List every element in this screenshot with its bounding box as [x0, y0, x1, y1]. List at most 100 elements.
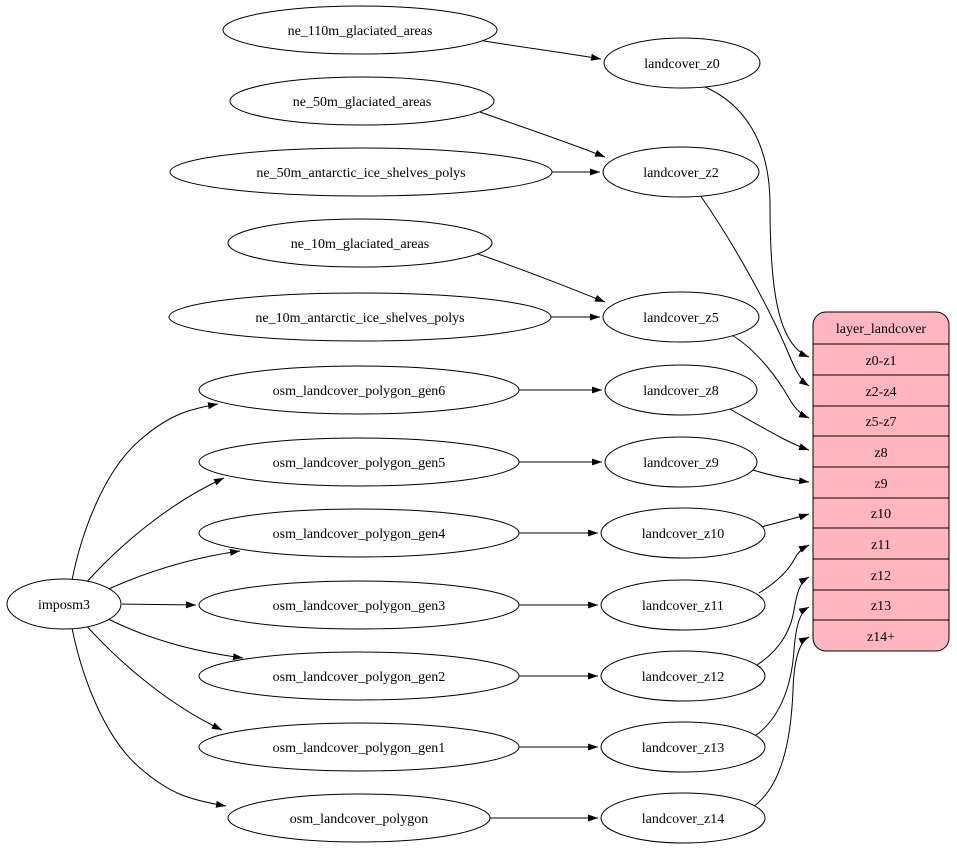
node-ellipse: [600, 507, 766, 559]
node-label: landcover_z13: [642, 741, 724, 756]
node-osm-landcover-polygon-gen2: osm_landcover_polygon_gen2: [198, 651, 520, 701]
node-label: osm_landcover_polygon: [290, 812, 428, 827]
layer-field-z8: z8: [874, 446, 887, 461]
node-label: landcover_z14: [642, 812, 724, 827]
node-landcover-z9: landcover_z9: [604, 436, 758, 488]
layer-field-z11: z11: [871, 538, 891, 553]
nodes-layer: imposm3 ne_110m_glaciated_areas ne_50m_g…: [6, 5, 766, 844]
node-ellipse: [198, 365, 520, 415]
node-ne-110m-glaciated-areas: ne_110m_glaciated_areas: [222, 5, 498, 55]
edge-landcover-z5-to-layer-field-z5-z7: [729, 333, 810, 419]
node-label: osm_landcover_polygon_gen6: [273, 384, 446, 399]
node-ellipse: [600, 650, 766, 702]
node-ellipse: [222, 5, 498, 55]
node-label: ne_50m_antarctic_ice_shelves_polys: [256, 166, 465, 181]
edge-landcover-z10-to-layer-field-z10: [760, 513, 810, 528]
node-landcover-z10: landcover_z10: [600, 507, 766, 559]
node-ellipse: [198, 508, 520, 558]
layer-table-title: layer_landcover: [836, 322, 927, 337]
layer-field-z0-z1: z0-z1: [865, 354, 896, 369]
node-label: ne_110m_glaciated_areas: [288, 24, 433, 39]
layer-table-background: [812, 311, 950, 652]
node-label: osm_landcover_polygon_gen2: [273, 670, 446, 685]
layer-field-z9: z9: [874, 477, 887, 492]
edge-landcover-z13-to-layer-field-z13: [754, 606, 810, 737]
node-ellipse: [198, 580, 520, 630]
node-osm-landcover-polygon-gen5: osm_landcover_polygon_gen5: [198, 437, 520, 487]
node-ellipse: [227, 218, 493, 268]
node-label: osm_landcover_polygon_gen5: [273, 456, 446, 471]
node-landcover-z8: landcover_z8: [604, 364, 758, 416]
node-ellipse: [600, 721, 766, 773]
node-imposm3: imposm3: [6, 578, 122, 630]
node-ellipse: [604, 436, 758, 488]
edge-landcover-z0-to-layer-field-z0-z1: [702, 85, 810, 358]
node-label: landcover_z12: [642, 670, 724, 685]
node-ellipse: [198, 437, 520, 487]
node-ellipse: [600, 579, 766, 631]
node-ellipse: [604, 364, 758, 416]
node-label: imposm3: [38, 598, 90, 613]
layer-field-z13: z13: [871, 599, 891, 614]
edges-layer: [71, 39, 810, 822]
node-ellipse: [198, 722, 520, 772]
node-ellipse: [168, 292, 552, 342]
node-label: landcover_z0: [644, 57, 719, 72]
edge-imposm3-to-osm-landcover-polygon-gen6: [71, 402, 219, 581]
node-ellipse: [229, 76, 495, 126]
node-ne-50m-glaciated-areas: ne_50m_glaciated_areas: [229, 76, 495, 126]
node-label: landcover_z11: [642, 599, 724, 614]
node-osm-landcover-polygon-gen6: osm_landcover_polygon_gen6: [198, 365, 520, 415]
node-landcover-z14: landcover_z14: [600, 792, 766, 844]
edge-landcover-z14-to-layer-field-z14plus: [752, 636, 810, 808]
node-label: ne_10m_glaciated_areas: [291, 237, 429, 252]
edge-imposm3-to-osm-landcover-polygon-gen1: [83, 622, 223, 731]
edge-ne-110m-glaciated-areas-to-landcover-z0: [477, 39, 602, 61]
node-label: osm_landcover_polygon_gen3: [273, 599, 446, 614]
edge-ne-50m-glaciated-areas-to-landcover-z2: [479, 111, 606, 158]
node-ellipse: [602, 146, 760, 198]
node-ne-10m-glaciated-areas: ne_10m_glaciated_areas: [227, 218, 493, 268]
edge-imposm3-to-osm-landcover-polygon-gen2: [101, 615, 244, 661]
edge-imposm3-to-osm-landcover-polygon: [71, 627, 227, 808]
node-label: landcover_z5: [643, 311, 718, 326]
node-ellipse: [198, 651, 520, 701]
node-ellipse: [169, 147, 553, 197]
node-label: landcover_z10: [642, 527, 724, 542]
node-label: ne_10m_antarctic_ice_shelves_polys: [255, 311, 464, 326]
node-osm-landcover-polygon-gen1: osm_landcover_polygon_gen1: [198, 722, 520, 772]
node-label: landcover_z8: [643, 384, 718, 399]
layer-field-z2-z4: z2-z4: [865, 385, 896, 400]
node-label: ne_50m_glaciated_areas: [293, 95, 431, 110]
edge-imposm3-to-osm-landcover-polygon-gen5: [83, 477, 225, 586]
edge-landcover-z9-to-layer-field-z9: [752, 469, 810, 485]
node-landcover-z13: landcover_z13: [600, 721, 766, 773]
node-osm-landcover-polygon-gen4: osm_landcover_polygon_gen4: [198, 508, 520, 558]
layer-field-z5-z7: z5-z7: [865, 415, 896, 430]
edge-landcover-z8-to-layer-field-z8: [727, 407, 810, 451]
node-label: osm_landcover_polygon_gen4: [273, 527, 446, 542]
node-ellipse: [600, 792, 766, 844]
node-landcover-z0: landcover_z0: [603, 37, 761, 89]
edge-landcover-z2-to-layer-field-z2-z4: [699, 194, 810, 387]
layer-field-z14plus: z14+: [867, 630, 895, 645]
layer-field-z12: z12: [871, 569, 891, 584]
edge-landcover-z11-to-layer-field-z11: [758, 544, 810, 594]
edge-landcover-z12-to-layer-field-z12: [756, 576, 810, 666]
node-landcover-z11: landcover_z11: [600, 579, 766, 631]
node-label: osm_landcover_polygon_gen1: [273, 741, 446, 756]
node-ellipse: [227, 793, 491, 843]
node-ellipse: [603, 37, 761, 89]
node-ellipse: [6, 578, 122, 630]
node-ne-50m-antarctic-ice-shelves-polys: ne_50m_antarctic_ice_shelves_polys: [169, 147, 553, 197]
node-label: landcover_z9: [643, 456, 718, 471]
layer-field-z10: z10: [871, 507, 891, 522]
node-osm-landcover-polygon-gen3: osm_landcover_polygon_gen3: [198, 580, 520, 630]
node-label: landcover_z2: [643, 166, 718, 181]
node-landcover-z5: landcover_z5: [602, 291, 760, 343]
layer-landcover-table: layer_landcover z0-z1 z2-z4 z5-z7 z8 z9 …: [812, 311, 950, 652]
node-landcover-z2: landcover_z2: [602, 146, 760, 198]
edge-imposm3-to-osm-landcover-polygon-gen3: [121, 601, 197, 609]
